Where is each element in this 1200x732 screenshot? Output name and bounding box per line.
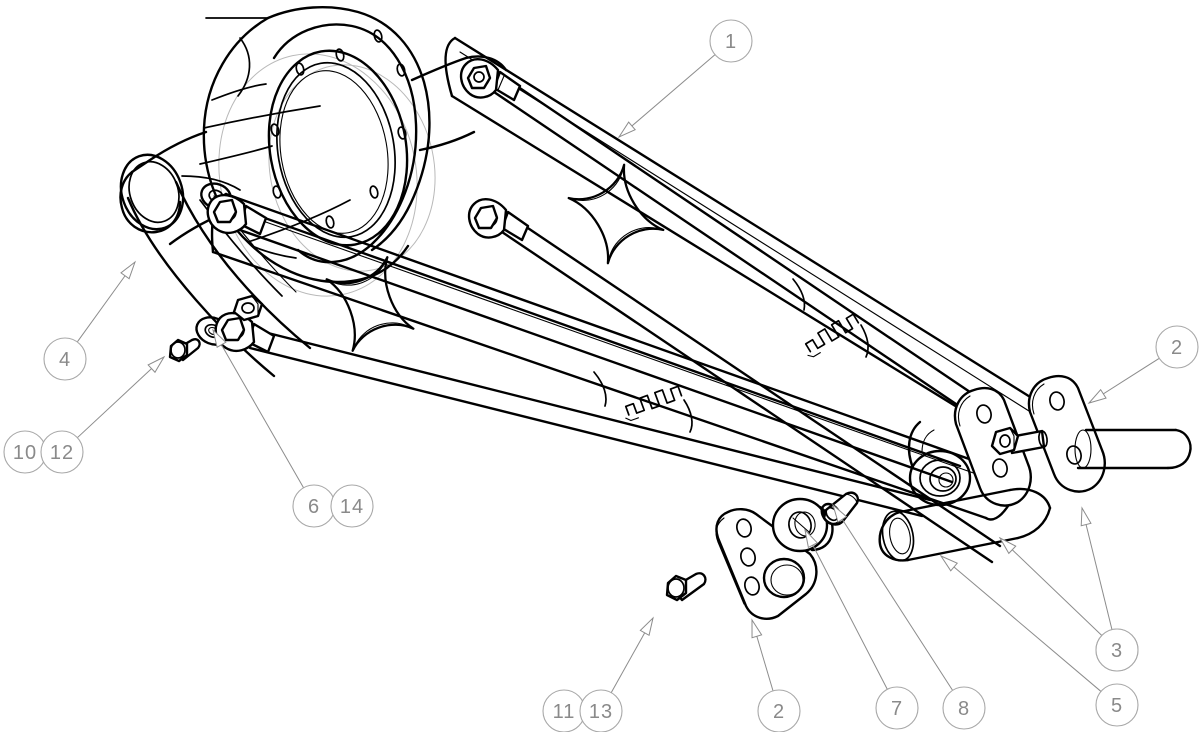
callout-bubble-7[interactable]: 7 [875,686,919,730]
callout-bubble-11[interactable]: 11 [542,689,586,732]
leader-arrow-5 [939,554,959,572]
callout-label: 3 [1111,640,1123,662]
exploded-hardware-group [168,338,859,620]
flange-bolt-holes [270,29,407,229]
leader-arrow-12 [147,355,166,374]
part-hex-bolt-upper [168,338,201,363]
callout-leaders [76,54,1160,693]
leader-line-12 [77,356,165,439]
callout-bubble-3[interactable]: 3 [1095,628,1139,672]
leader-arrow-4 [120,260,137,280]
part-lower-link-rod [206,193,962,484]
callout-label: 2 [1171,337,1183,359]
heim-bolt-head-lower-front [212,198,238,224]
callout-label: 7 [891,698,903,720]
leader-arrow-2 [1087,388,1107,404]
leader-arrow-3 [1080,506,1092,527]
callout-bubble-13[interactable]: 13 [579,689,623,732]
callout-bubble-12[interactable]: 12 [40,430,84,474]
leader-line-5 [940,555,1102,692]
pivot-bushing-housing [908,449,972,507]
callout-bubble-4[interactable]: 4 [43,337,87,381]
leader-arrow-7 [804,528,819,549]
leader-arrow-2 [751,618,763,639]
leader-line-8 [832,504,954,691]
heim-bolt-head-inner-upper [473,204,499,230]
bracket-hole-2 [740,547,756,567]
callout-label: 5 [1111,695,1123,717]
leader-line-3 [1081,507,1113,630]
heim-bolt-head-upper [466,64,492,90]
callout-label: 10 [13,442,37,464]
leader-line-1 [618,54,716,138]
leader-line-6 [212,329,304,489]
leader-arrow-3 [998,536,1017,555]
callout-label: 2 [773,701,785,723]
callout-label: 11 [553,701,576,723]
leader-arrow-1 [617,121,636,139]
mount-bracket-rear [1027,374,1106,493]
bracket-hole-3 [744,576,760,596]
callout-label: 4 [59,349,71,371]
callout-bubbles: 12334561478101211132 [3,19,1199,732]
maltese-cross-cutout-lower [325,256,415,352]
leader-arrow-8 [832,503,848,523]
bracket-hole-1 [736,518,752,538]
part-hex-bolt-lower [665,572,707,602]
callout-bubble-14[interactable]: 14 [330,484,374,528]
part-upper-link-rod [459,58,1006,433]
bracket-large-hole [762,557,806,599]
leader-line-3 [999,537,1103,636]
part-right-bracket-cluster [878,374,1192,562]
callout-bubble-8[interactable]: 8 [942,686,986,730]
callout-label: 1 [725,31,737,53]
part-inner-link-lower [214,311,932,518]
leader-line-7 [804,529,888,690]
callout-bubble-2[interactable]: 2 [757,689,801,732]
callout-label: 12 [50,442,74,464]
leader-arrow-6 [212,328,227,348]
callout-label: 14 [340,496,364,518]
leader-arrow-13 [639,616,654,637]
callout-bubble-10[interactable]: 10 [3,430,47,474]
callout-bubble-5[interactable]: 5 [1095,683,1139,727]
callout-bubble-6[interactable]: 6 [292,484,336,528]
callout-bubble-1[interactable]: 1 [709,19,753,63]
callout-bubble-2[interactable]: 2 [1155,325,1199,369]
maltese-cross-cutout-upper [567,163,665,265]
callout-label: 8 [958,698,970,720]
callout-label: 6 [308,496,320,518]
part-jam-nut-loose [232,294,264,322]
part-inner-link-upper [467,198,1002,564]
callout-label: 13 [589,701,613,723]
